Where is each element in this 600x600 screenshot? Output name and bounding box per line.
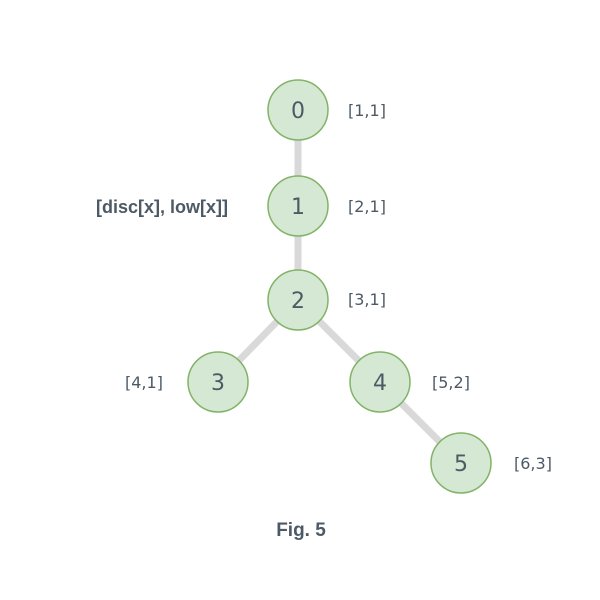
node-circle bbox=[267, 175, 329, 237]
graph-node: 1 bbox=[267, 175, 329, 237]
node-label: 5 bbox=[454, 452, 468, 477]
graph-node: 4 bbox=[349, 351, 411, 413]
graph-node: 3 bbox=[187, 351, 249, 413]
node-circle bbox=[187, 351, 249, 413]
node-circle bbox=[267, 269, 329, 331]
disc-low-label: [4,1] bbox=[125, 373, 163, 392]
edges-layer bbox=[215, 110, 464, 466]
graph-node: 2 bbox=[267, 269, 329, 331]
disc-low-label: [5,2] bbox=[432, 373, 470, 392]
disc-low-label: [2,1] bbox=[348, 197, 386, 216]
node-label: 2 bbox=[291, 289, 305, 314]
node-label: 1 bbox=[291, 195, 305, 220]
node-label: 3 bbox=[211, 371, 225, 396]
disc-low-label: [1,1] bbox=[348, 101, 386, 120]
legend-label: [disc[x], low[x]] bbox=[96, 197, 228, 217]
node-circle bbox=[349, 351, 411, 413]
disc-low-label: [6,3] bbox=[514, 454, 552, 473]
node-circle bbox=[267, 79, 329, 141]
disc-low-label: [3,1] bbox=[348, 290, 386, 309]
graph-node: 0 bbox=[267, 79, 329, 141]
figure-caption: Fig. 5 bbox=[276, 520, 326, 541]
graph-node: 5 bbox=[430, 432, 492, 494]
node-label: 4 bbox=[373, 371, 387, 396]
node-circle bbox=[430, 432, 492, 494]
node-label: 0 bbox=[291, 99, 305, 124]
